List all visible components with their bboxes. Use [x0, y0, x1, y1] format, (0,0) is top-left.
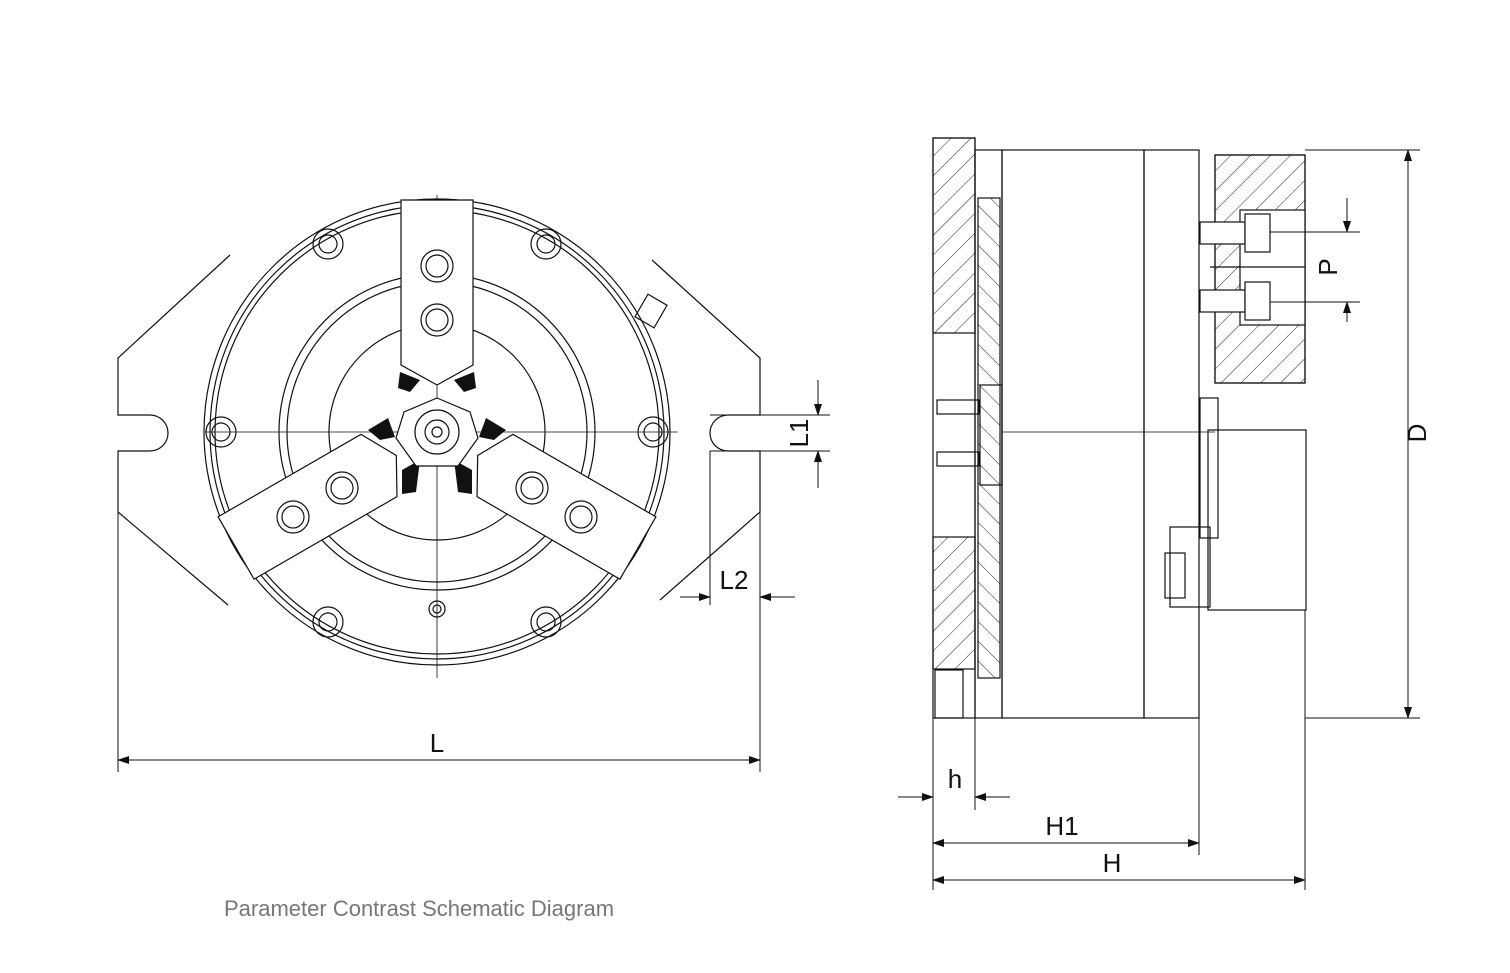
dim-L2: L2 — [720, 565, 749, 595]
front-dimension-labels: L L1 L2 — [430, 419, 814, 758]
center-hub — [395, 397, 479, 467]
dim-L: L — [430, 728, 444, 758]
side-dimensions — [898, 149, 1420, 890]
jaw-left — [217, 433, 398, 580]
front-view — [117, 195, 761, 678]
jaw-right — [476, 433, 657, 580]
dim-D: D — [1402, 424, 1432, 443]
side-view — [932, 137, 1307, 719]
side-dimension-labels: D P h H1 H — [948, 258, 1432, 878]
diagram-caption: Parameter Contrast Schematic Diagram — [224, 896, 615, 921]
dim-H1: H1 — [1045, 811, 1078, 841]
jaw-top — [400, 199, 474, 386]
dim-h: h — [948, 764, 962, 794]
dim-L1: L1 — [784, 419, 814, 448]
jaw-bolts — [276, 249, 598, 534]
front-dimensions — [117, 380, 830, 772]
dim-H: H — [1103, 848, 1122, 878]
dim-P: P — [1313, 258, 1343, 275]
mount-bolts — [205, 228, 669, 638]
